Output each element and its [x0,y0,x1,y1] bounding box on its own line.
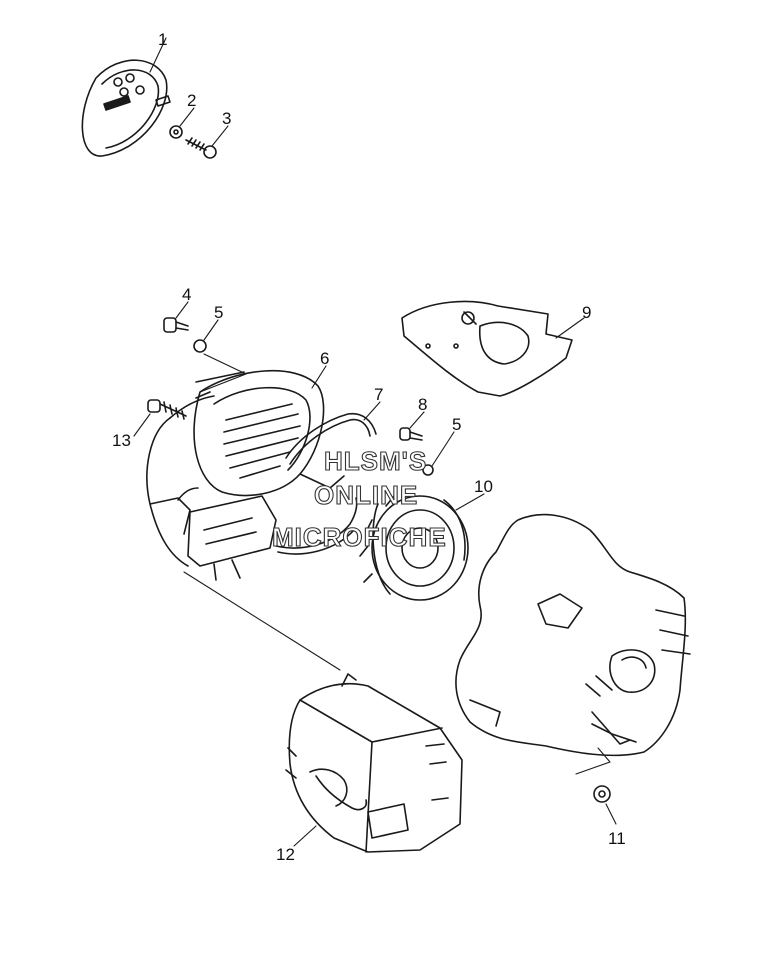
callout-8: 8 [418,395,427,414]
part-11-nut [593,785,611,803]
engine-block [455,513,691,757]
callout-9: 9 [582,303,591,322]
callout-10: 10 [474,477,493,496]
part-5-washer-upper [193,339,207,353]
part-4-bolt [163,317,189,333]
leader-lines [133,37,617,847]
callout-5-lower: 5 [452,415,461,434]
callout-13: 13 [112,431,131,450]
part-10-starter-pulley [359,495,469,601]
part-8-bolt [399,427,423,441]
callout-6: 6 [320,349,329,368]
callout-1: 1 [158,30,167,49]
callout-3: 3 [222,109,231,128]
watermark-line-2: ONLINE [314,480,418,510]
part-12-cylinder-shroud [285,673,463,853]
part-1-cover-plate [81,59,171,157]
part-5-washer-lower [422,464,434,476]
callout-5-upper: 5 [214,303,223,322]
callout-7: 7 [374,385,383,404]
part-3-screw [185,137,217,159]
watermark-line-1: HLSM'S [324,446,427,476]
callout-12: 12 [276,845,295,864]
part-7-hose [275,412,377,555]
part-9-gasket-plate [401,300,573,397]
callout-2: 2 [187,91,196,110]
part-6-blower-housing [146,369,345,581]
callout-4: 4 [182,285,191,304]
watermark: HLSM'S ONLINE MICROFICHE [271,445,447,552]
watermark-line-3: MICROFICHE [272,522,447,552]
part-13-bolt [147,399,187,420]
part-2-washer [169,125,183,139]
callout-labels: 1 2 3 4 5 6 7 8 5 9 10 11 12 13 [112,30,626,864]
callout-11: 11 [608,829,626,848]
